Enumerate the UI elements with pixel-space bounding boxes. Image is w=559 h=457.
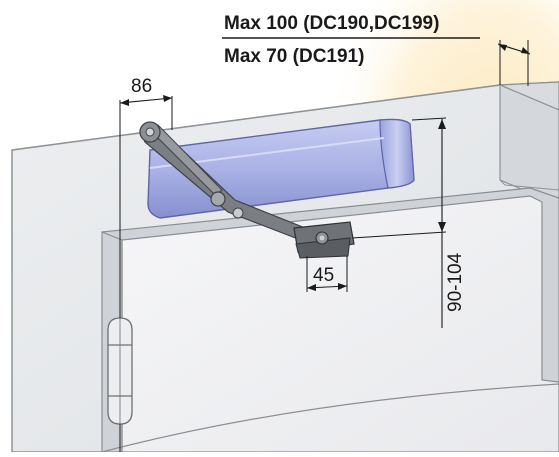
dimension-45-label: 45 (313, 265, 334, 286)
closer-arm-icon (139, 121, 355, 259)
dimension-max-reveal (222, 37, 531, 86)
max-secondary-label: Max 70 (DC191) (224, 46, 364, 67)
dimension-86: 86 (119, 76, 173, 452)
dimension-86-label: 86 (131, 76, 152, 97)
hinge-icon (107, 317, 133, 425)
max-primary-label: Max 100 (DC190,DC199) (224, 13, 439, 34)
dimension-45: 45 (306, 256, 348, 292)
dimension-90-104: 90-104 (351, 117, 466, 328)
dimension-90-104-label: 90-104 (445, 252, 466, 312)
